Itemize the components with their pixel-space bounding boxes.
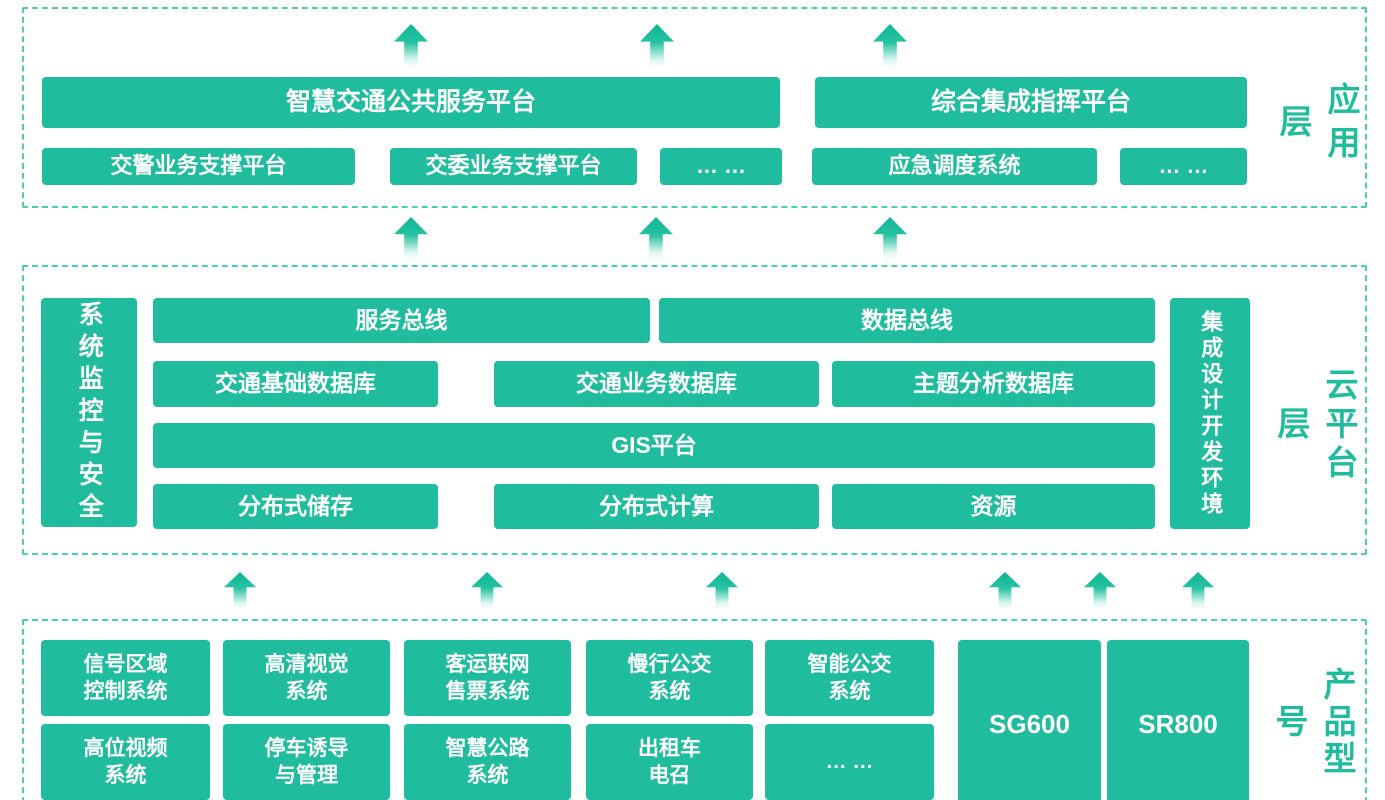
product-model-box-sr800: SR800	[1107, 640, 1249, 800]
product-box-slow-transit-system: 慢行公交 系统	[586, 640, 753, 716]
product-model-layer-container	[22, 619, 1367, 800]
product-box-parking-guidance-management: 停车诱导 与管理	[223, 724, 390, 800]
up-arrow-icon	[989, 572, 1021, 610]
up-arrow-icon	[224, 572, 256, 610]
cloud-box-distributed-computing: 分布式计算	[494, 484, 819, 529]
up-arrow-icon	[1084, 572, 1116, 610]
up-arrow-icon	[394, 217, 428, 260]
app-sub-box-ellipsis: … …	[1120, 148, 1247, 185]
product-box-hd-vision-system: 高清视觉 系统	[223, 640, 390, 716]
up-arrow-icon	[873, 217, 907, 260]
cloud-box-theme-analysis-database: 主题分析数据库	[832, 361, 1155, 407]
app-sub-box-ellipsis: … …	[660, 148, 782, 185]
product-box-taxi-ehail: 出租车 电召	[586, 724, 753, 800]
cloud-platform-layer-label: 云平台层	[1273, 366, 1358, 484]
product-model-layer-label: 产品型号	[1271, 667, 1356, 778]
cloud-box-distributed-storage: 分布式储存	[153, 484, 438, 529]
up-arrow-icon	[471, 572, 503, 610]
product-box-passenger-online-ticketing-system: 客运联网 售票系统	[404, 640, 571, 716]
app-sub-box-traffic-police-support: 交警业务支撑平台	[42, 148, 355, 185]
cloud-platform-layer-container	[22, 265, 1367, 555]
app-main-box-integrated-command: 综合集成指挥平台	[815, 77, 1247, 128]
up-arrow-icon	[1182, 572, 1214, 610]
cloud-box-data-bus: 数据总线	[659, 298, 1155, 343]
cloud-box-service-bus: 服务总线	[153, 298, 650, 343]
application-layer-container	[22, 7, 1367, 208]
up-arrow-icon	[639, 217, 673, 260]
product-box-signal-area-control-system: 信号区域 控制系统	[41, 640, 210, 716]
product-box-high-position-video-system: 高位视频 系统	[41, 724, 210, 800]
cloud-vertical-box-system-monitoring-security: 系统监控与安全	[41, 298, 137, 527]
cloud-box-resources: 资源	[832, 484, 1155, 529]
cloud-box-traffic-basic-database: 交通基础数据库	[153, 361, 438, 407]
product-box-smart-bus-system: 智能公交 系统	[765, 640, 934, 716]
cloud-vertical-box-integrated-design-dev-environment: 集成设计开发环境	[1170, 298, 1250, 529]
up-arrow-icon	[706, 572, 738, 610]
product-box-smart-highway-system: 智慧公路 系统	[404, 724, 571, 800]
cloud-box-traffic-business-database: 交通业务数据库	[494, 361, 819, 407]
app-sub-box-traffic-committee-support: 交委业务支撑平台	[390, 148, 637, 185]
product-model-box-sg600: SG600	[958, 640, 1101, 800]
app-main-box-smart-traffic-public-service: 智慧交通公共服务平台	[42, 77, 780, 128]
application-layer-label: 应用层	[1275, 82, 1360, 168]
cloud-box-gis-platform: GIS平台	[153, 423, 1155, 468]
product-box-ellipsis: … …	[765, 724, 934, 800]
app-sub-box-emergency-dispatch: 应急调度系统	[812, 148, 1097, 185]
